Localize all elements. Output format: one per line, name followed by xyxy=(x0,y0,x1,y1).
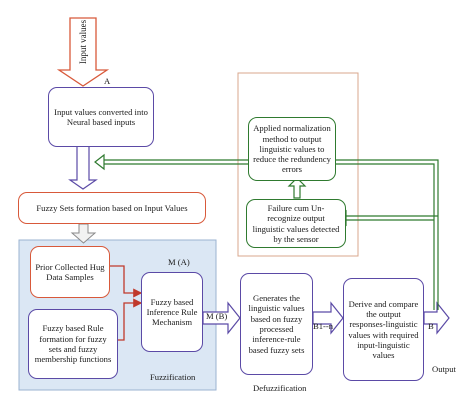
feedback-line-inner xyxy=(336,163,435,310)
input-values-arrow xyxy=(56,17,110,87)
marker-a-label: A xyxy=(104,76,111,86)
derive-to-output-arrow xyxy=(423,301,450,335)
failure-to-normalization-arrow xyxy=(287,177,307,199)
b-label: B xyxy=(428,321,434,331)
rules-to-inference-arrow xyxy=(118,298,143,341)
generates-to-derive-arrow xyxy=(312,301,344,335)
neural-inputs-box: Input values converted into Neural based… xyxy=(48,87,154,147)
output-label: Output xyxy=(432,364,456,374)
return-arrowhead xyxy=(94,153,105,171)
b1-n-label: B1--n xyxy=(313,321,334,331)
fuzzification-label: Fuzzification xyxy=(150,372,196,382)
m-a-label: M (A) xyxy=(168,257,190,267)
rule-formation-box: Fuzzy based Rule formation for fuzzy set… xyxy=(28,309,118,379)
prior-to-inference-arrow xyxy=(110,265,143,298)
fuzzy-sets-box: Fuzzy Sets formation based on Input Valu… xyxy=(18,192,206,224)
input-values-label: Input values xyxy=(78,19,88,65)
inference-mechanism-box: Fuzzy based Inference Rule Mechanism xyxy=(141,272,203,352)
m-b-label: M (B) xyxy=(206,311,228,321)
inference-to-generates-arrow xyxy=(202,301,241,335)
normalization-box: Applied normalization method to output l… xyxy=(248,117,336,181)
defuzzification-label: Defuzzification xyxy=(253,383,307,393)
derive-compare-box: Derive and compare the output responses-… xyxy=(343,278,424,381)
neural-to-fuzzy-sets-arrow xyxy=(68,145,98,190)
prior-data-box: Prior Collected Hug Data Samples xyxy=(30,246,110,298)
generates-linguistic-box: Generates the linguistic values based on… xyxy=(240,273,313,375)
fuzzy-sets-to-panel-arrow xyxy=(70,223,97,244)
feedback-line-outer xyxy=(336,159,439,310)
failure-detection-box: Failure cum Un-recognize output linguist… xyxy=(246,199,346,248)
